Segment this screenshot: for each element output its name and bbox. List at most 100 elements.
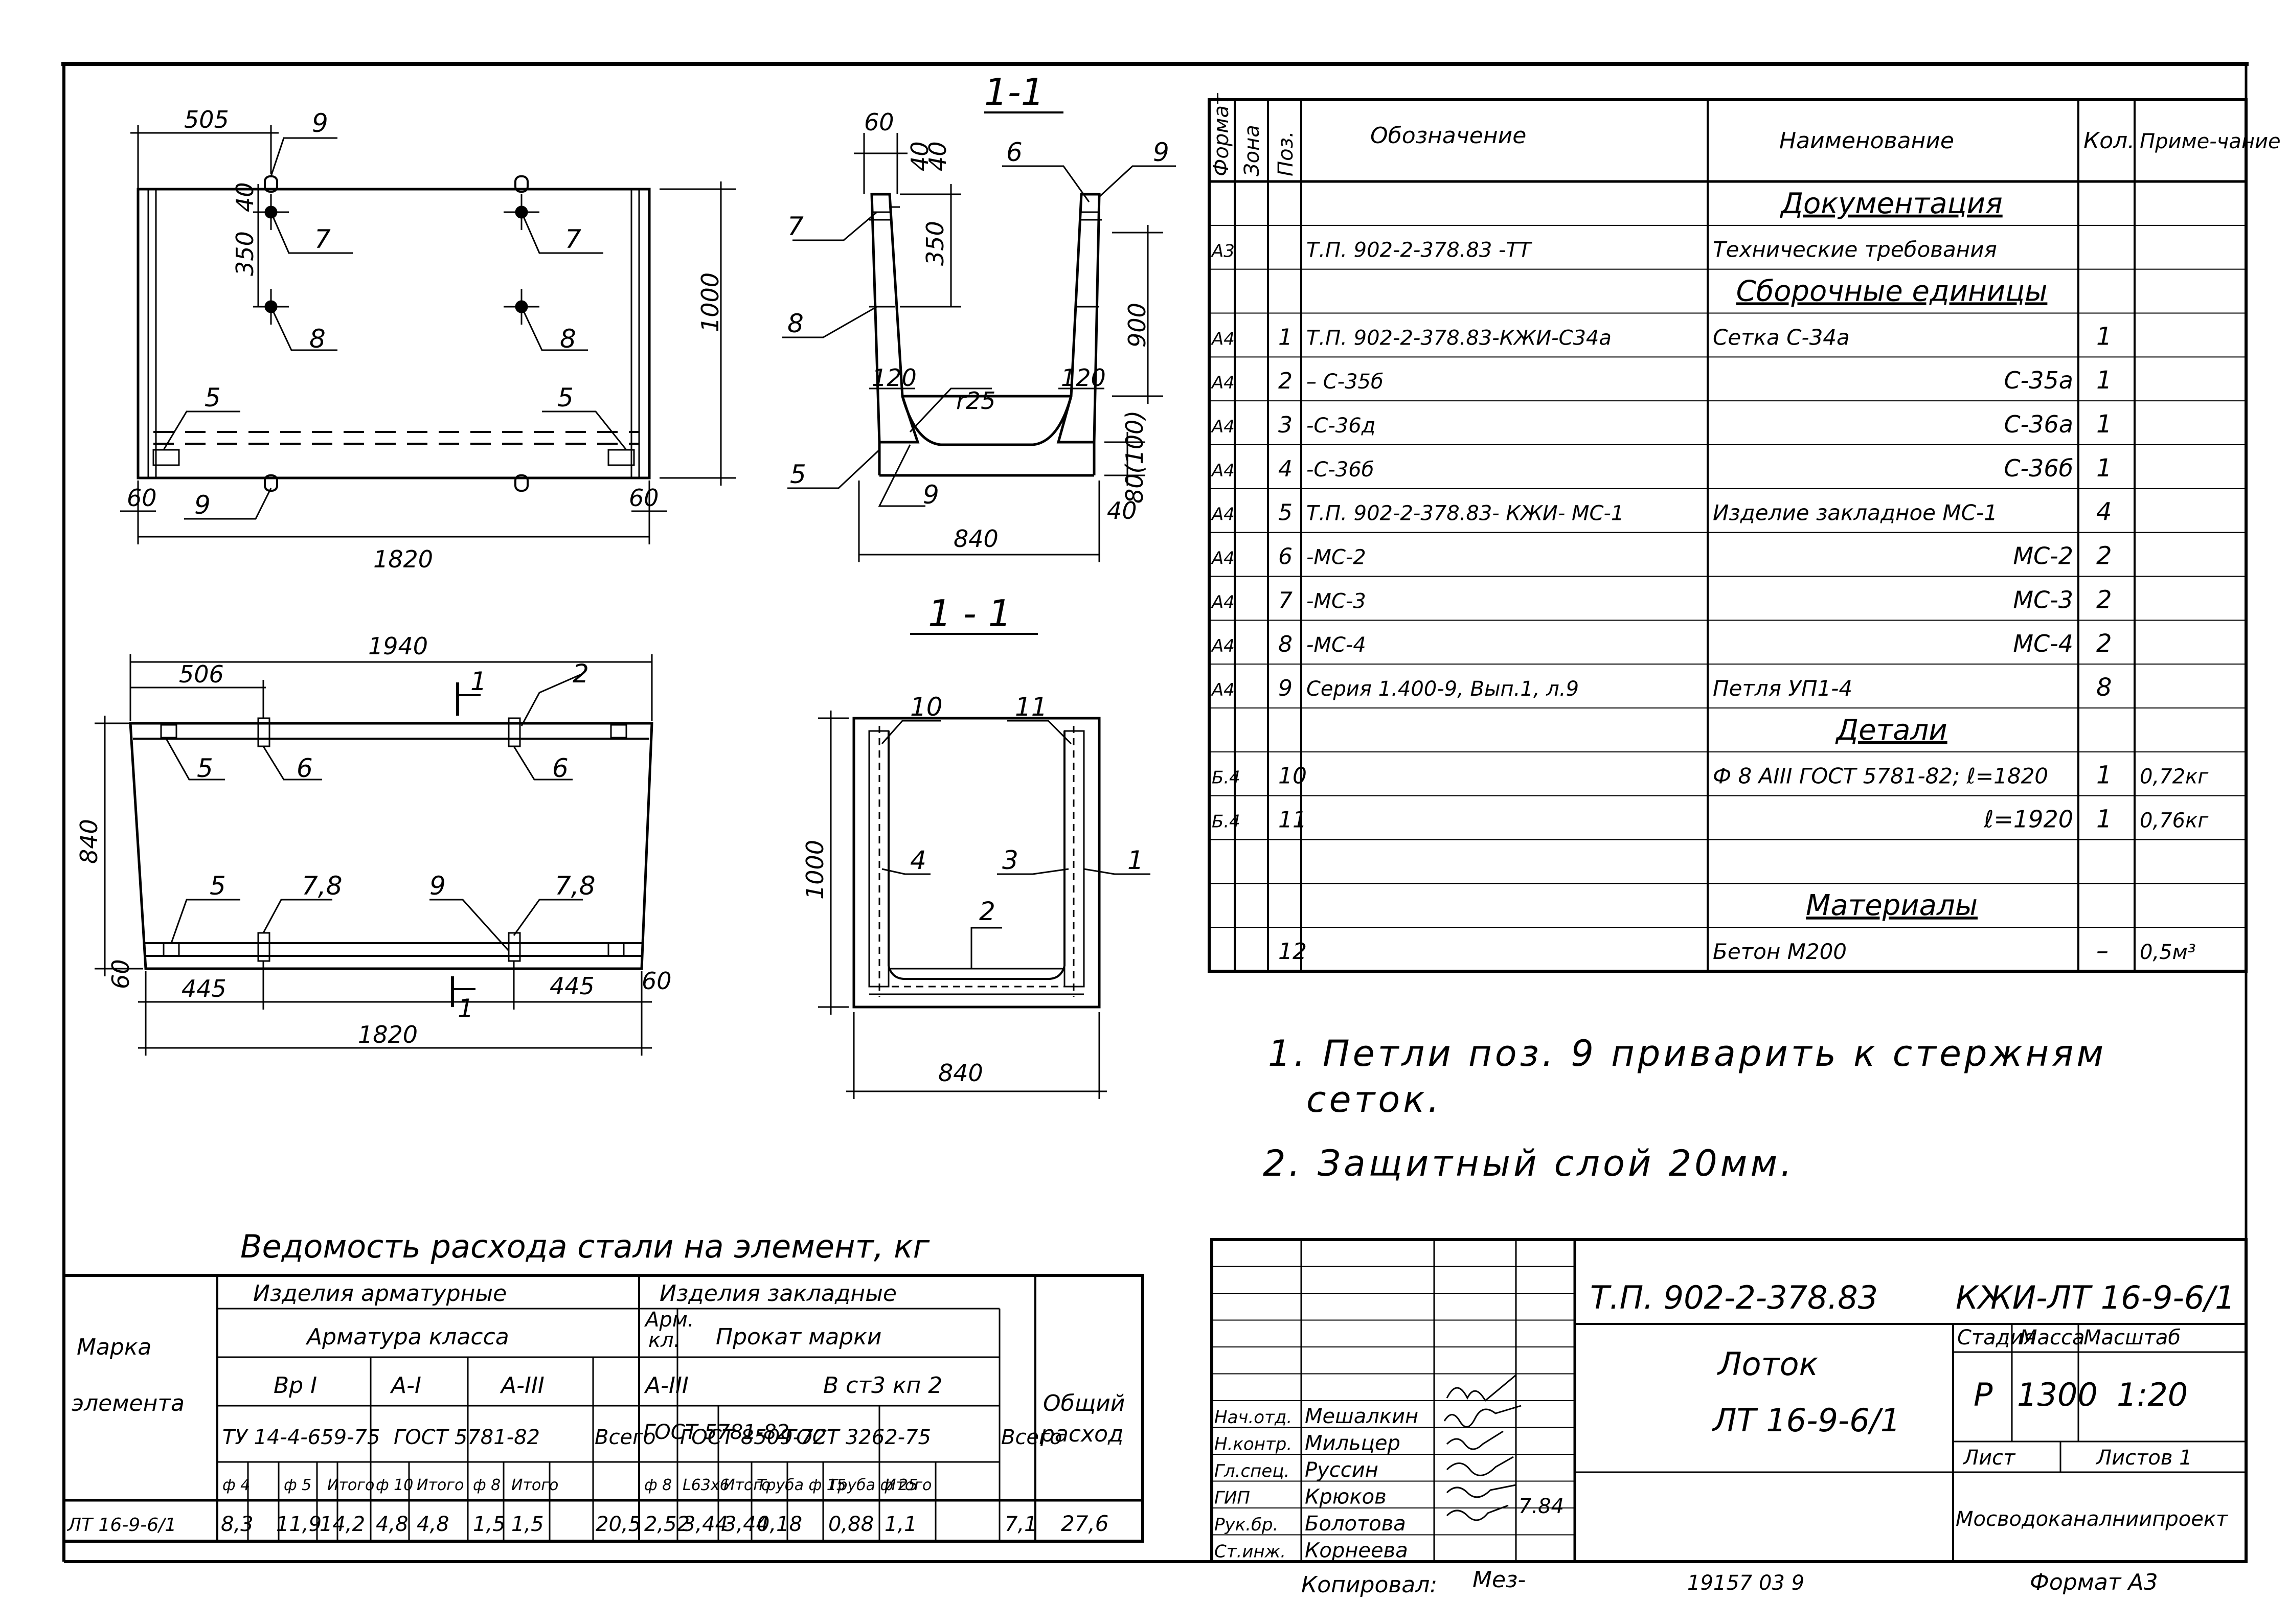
- spec-cell-format: А4: [1211, 592, 1235, 612]
- steel-embedded-group: Изделия закладные: [660, 1280, 897, 1307]
- steel-total-label-2: Всего: [1001, 1426, 1062, 1449]
- spec-cell-qty: 1: [2096, 454, 2112, 483]
- stamp-date: 7.84: [1519, 1495, 1564, 1518]
- dim-350: 350: [231, 231, 259, 276]
- spec-cell-format: А4: [1211, 373, 1235, 393]
- steel-row-value: 8,3: [221, 1513, 254, 1536]
- dim-40b: 40: [924, 141, 951, 171]
- dim-120a: 120: [872, 364, 917, 392]
- dim-350: 350: [921, 221, 949, 266]
- spec-section-title: Документация: [1779, 187, 2002, 220]
- callout-1: 1: [1127, 845, 1144, 875]
- steel-overall: Общий: [1043, 1390, 1125, 1416]
- spec-cell-format: А4: [1211, 548, 1235, 568]
- callout-7: 7: [314, 224, 331, 254]
- spec-cell-pos: 2: [1278, 368, 1293, 394]
- spec-cell-designation: Серия 1.400-9, Вып.1, л.9: [1306, 677, 1579, 701]
- callout-7-8: 7,8: [302, 871, 343, 901]
- spec-cell-pos: 8: [1278, 631, 1293, 657]
- steel-overall-2: расход: [1040, 1421, 1123, 1447]
- steel-class-a3: А-III: [500, 1373, 545, 1399]
- spec-cell-pos: 9: [1278, 675, 1293, 701]
- spec-cell-qty: 1: [2096, 322, 2112, 351]
- steel-row-value: 4,8: [417, 1513, 449, 1536]
- steel-row-value: 0,18: [757, 1513, 802, 1536]
- steel-std-gost8509: ГОСТ 8509-72: [680, 1426, 826, 1449]
- dim-60-left: 60: [127, 484, 157, 512]
- steel-mark-header: Марка: [77, 1334, 151, 1360]
- steel-rolled: Прокат марки: [716, 1324, 881, 1350]
- callout-9: 9: [923, 480, 939, 510]
- steel-mark-header-2: элемента: [72, 1390, 185, 1416]
- steel-armature-class: Арматура класса: [305, 1324, 509, 1350]
- plan-labels: 1940 506 840 1820 445 445 60 60 1 2 5 6 …: [75, 632, 672, 1048]
- spec-cell-name: С-36б: [2004, 454, 2073, 482]
- dim-60-right: 60: [642, 967, 672, 995]
- dim-r25: r25: [956, 387, 995, 415]
- steel-subheader: ф 8: [644, 1476, 672, 1494]
- stamp-role: Рук.бр.: [1214, 1515, 1278, 1535]
- dim-506: 506: [179, 660, 224, 688]
- section-title-1-1: 1 - 1: [928, 592, 1011, 635]
- spec-header-note: Приме-чание: [2140, 130, 2281, 153]
- steel-subheader: Итого: [511, 1476, 558, 1494]
- section-top-labels: 1-1 60 40 40 350 900 r25 120 120 840 40 …: [787, 71, 1169, 553]
- steel-row-mark: ЛТ 16-9-6/1: [66, 1515, 176, 1536]
- callout-8: 8: [787, 309, 804, 338]
- steel-row-value: 20,5: [596, 1513, 641, 1536]
- dim-840: 840: [938, 1059, 983, 1087]
- spec-cell-qty: 8: [2096, 673, 2112, 702]
- spec-cell-designation: Т.П. 902-2-378.83-КЖИ-С34а: [1306, 326, 1612, 350]
- spec-cell-designation: -С-36б: [1306, 458, 1374, 482]
- stamp-stage-label: Стадия: [1957, 1326, 2035, 1349]
- steel-subheader: Итого: [327, 1476, 374, 1494]
- spec-cell-name: С-35а: [2004, 367, 2073, 394]
- dim-1000: 1000: [696, 272, 724, 332]
- notes: 1. Петли поз. 9 приварить к стержням сет…: [1263, 1033, 2106, 1184]
- steel-subheader: Итого: [723, 1476, 770, 1494]
- steel-class-a1: А-I: [390, 1373, 421, 1399]
- steel-std-tu: ТУ 14-4-659-75: [222, 1426, 380, 1449]
- dim-1000: 1000: [801, 840, 829, 900]
- callout-5: 5: [557, 383, 574, 413]
- spec-cell-format: Б.4: [1212, 811, 1240, 832]
- spec-cell-pos: 4: [1278, 456, 1293, 482]
- spec-cell-format: А4: [1211, 329, 1235, 349]
- dim-900: 900: [1123, 303, 1151, 348]
- spec-cell-name: ℓ=1920: [1983, 805, 2073, 833]
- steel-row-value: 3,44: [683, 1513, 728, 1536]
- stamp-name: Лоток: [1717, 1345, 1819, 1383]
- spec-cell-name: МС-4: [2013, 630, 2073, 657]
- spec-cell-note: 0,5м³: [2140, 941, 2196, 964]
- stamp-sheets-label: Листов 1: [2095, 1446, 2192, 1470]
- steel-class-a3b: А-III: [644, 1373, 689, 1399]
- steel-std-gost5781b: ГОСТ 5781-82: [643, 1421, 789, 1444]
- note-1: 1. Петли поз. 9 приварить к стержням: [1268, 1033, 2106, 1074]
- elevation-view: [120, 125, 736, 544]
- callout-6: 6: [297, 753, 313, 783]
- stamp-role: Нач.отд.: [1214, 1407, 1292, 1428]
- dim-60-left: 60: [107, 959, 134, 989]
- dim-1820: 1820: [373, 545, 433, 573]
- dim-1940: 1940: [368, 632, 428, 660]
- section-bottom-view: [818, 633, 1150, 1099]
- spec-cell-pos: 3: [1278, 412, 1293, 438]
- steel-subheader: Труба ф 25: [828, 1476, 918, 1494]
- spec-cell-format: Б.4: [1212, 768, 1240, 788]
- steel-row-value: 14,2: [320, 1513, 365, 1536]
- spec-cell-name: Бетон М200: [1713, 939, 1847, 964]
- spec-cell-format: А4: [1211, 636, 1235, 656]
- spec-cell-name: С-36а: [2004, 410, 2073, 438]
- steel-row-value: 3,44: [723, 1513, 769, 1536]
- section-title-1-1: 1-1: [984, 71, 1045, 113]
- steel-subheader: Итого: [885, 1476, 932, 1494]
- cut-marker-1: 1: [458, 994, 474, 1023]
- spec-section-title: Сборочные единицы: [1736, 275, 2048, 308]
- dim-445-right: 445: [550, 972, 595, 1000]
- callout-11: 11: [1015, 692, 1048, 722]
- callout-4: 4: [910, 845, 926, 875]
- dim-505: 505: [184, 106, 229, 133]
- stamp-mass: 1300: [2017, 1376, 2098, 1413]
- spec-cell-name: Технические требования: [1713, 237, 1997, 262]
